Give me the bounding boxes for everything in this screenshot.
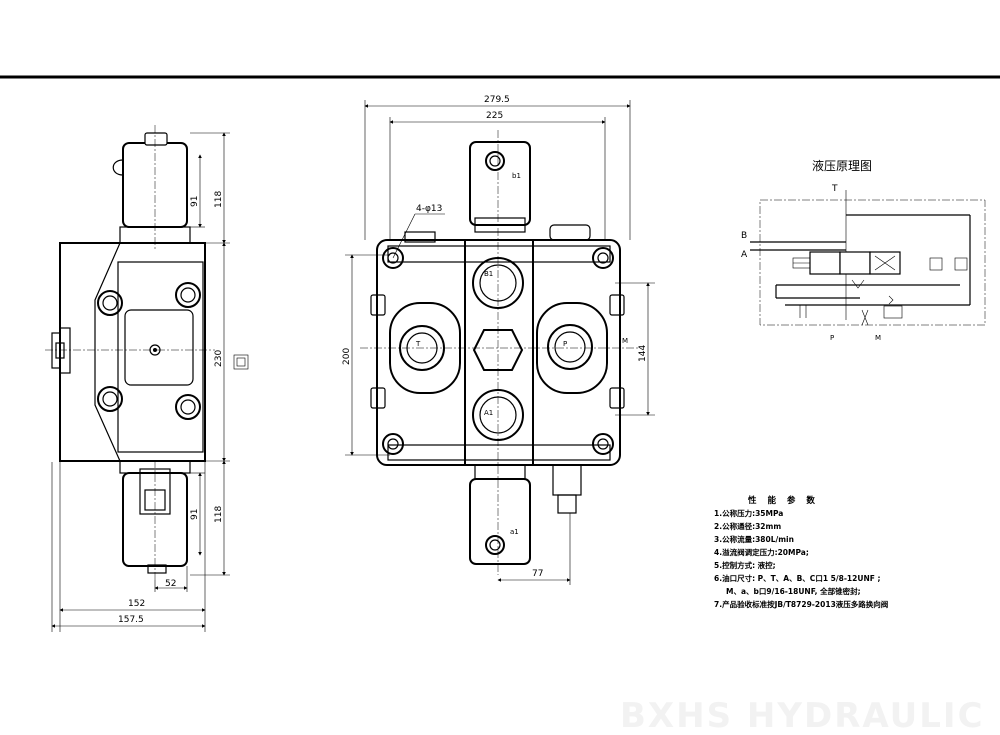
- dim-52: 52: [165, 579, 176, 589]
- spec-item-6b: M、a、b口9/16-18UNF, 全部锥密封;: [726, 586, 861, 596]
- spec-item-7: 7.产品验收标准按JB/T8729-2013液压多路换向阀: [714, 599, 888, 609]
- hydraulic-schematic: 液压原理图 T B A P M: [741, 158, 986, 342]
- performance-specs: 性 能 参 数 1.公称压力:35MPa 2.公称通径:32mm 3.公称流量:…: [714, 495, 888, 609]
- dim-225: 225: [486, 111, 503, 121]
- port-label-M: M: [622, 337, 628, 345]
- dim-118-bot: 118: [214, 506, 224, 523]
- port-label-A1: A1: [484, 409, 493, 417]
- dim-144: 144: [638, 345, 648, 362]
- port-label-b1: b1: [512, 172, 521, 180]
- spec-item-2: 2.公称通径:32mm: [714, 521, 781, 531]
- dim-279-5: 279.5: [484, 95, 510, 105]
- schematic-label-B: B: [741, 231, 747, 241]
- schematic-label-T: T: [831, 184, 838, 194]
- spec-item-6: 6.油口尺寸: P、T、A、B、C口1 5/8-12UNF ;: [714, 573, 880, 583]
- port-label-B1: B1: [484, 270, 493, 278]
- port-label-T: T: [415, 340, 421, 348]
- dim-91-bot: 91: [190, 509, 200, 520]
- dim-77: 77: [532, 569, 543, 579]
- spec-item-4: 4.溢流阀调定压力:20MPa;: [714, 547, 809, 557]
- schematic-label-M: M: [875, 334, 881, 342]
- schematic-label-A: A: [741, 250, 748, 260]
- side-view: 91 118 230 91 118 52 152 157.5: [45, 125, 249, 632]
- watermark: BXHS HYDRAULIC: [620, 696, 985, 735]
- schematic-title: 液压原理图: [812, 158, 872, 173]
- dim-200: 200: [342, 348, 352, 365]
- port-label-a1: a1: [510, 528, 519, 536]
- dim-91-top: 91: [190, 196, 200, 207]
- spec-item-5: 5.控制方式: 液控;: [714, 560, 776, 570]
- dim-230: 230: [214, 350, 224, 367]
- dim-152: 152: [128, 599, 145, 609]
- schematic-label-P: P: [830, 334, 834, 342]
- dim-4-holes: 4-φ13: [416, 204, 442, 214]
- spec-item-1: 1.公称压力:35MPa: [714, 508, 783, 518]
- dim-118-top: 118: [214, 191, 224, 208]
- port-label-P: P: [563, 340, 567, 348]
- front-view: 279.5 225 b1 B1 A1 T P M: [342, 95, 655, 585]
- specs-title: 性 能 参 数: [748, 495, 819, 506]
- dim-157-5: 157.5: [118, 615, 144, 625]
- spec-item-3: 3.公称流量:380L/min: [714, 534, 794, 544]
